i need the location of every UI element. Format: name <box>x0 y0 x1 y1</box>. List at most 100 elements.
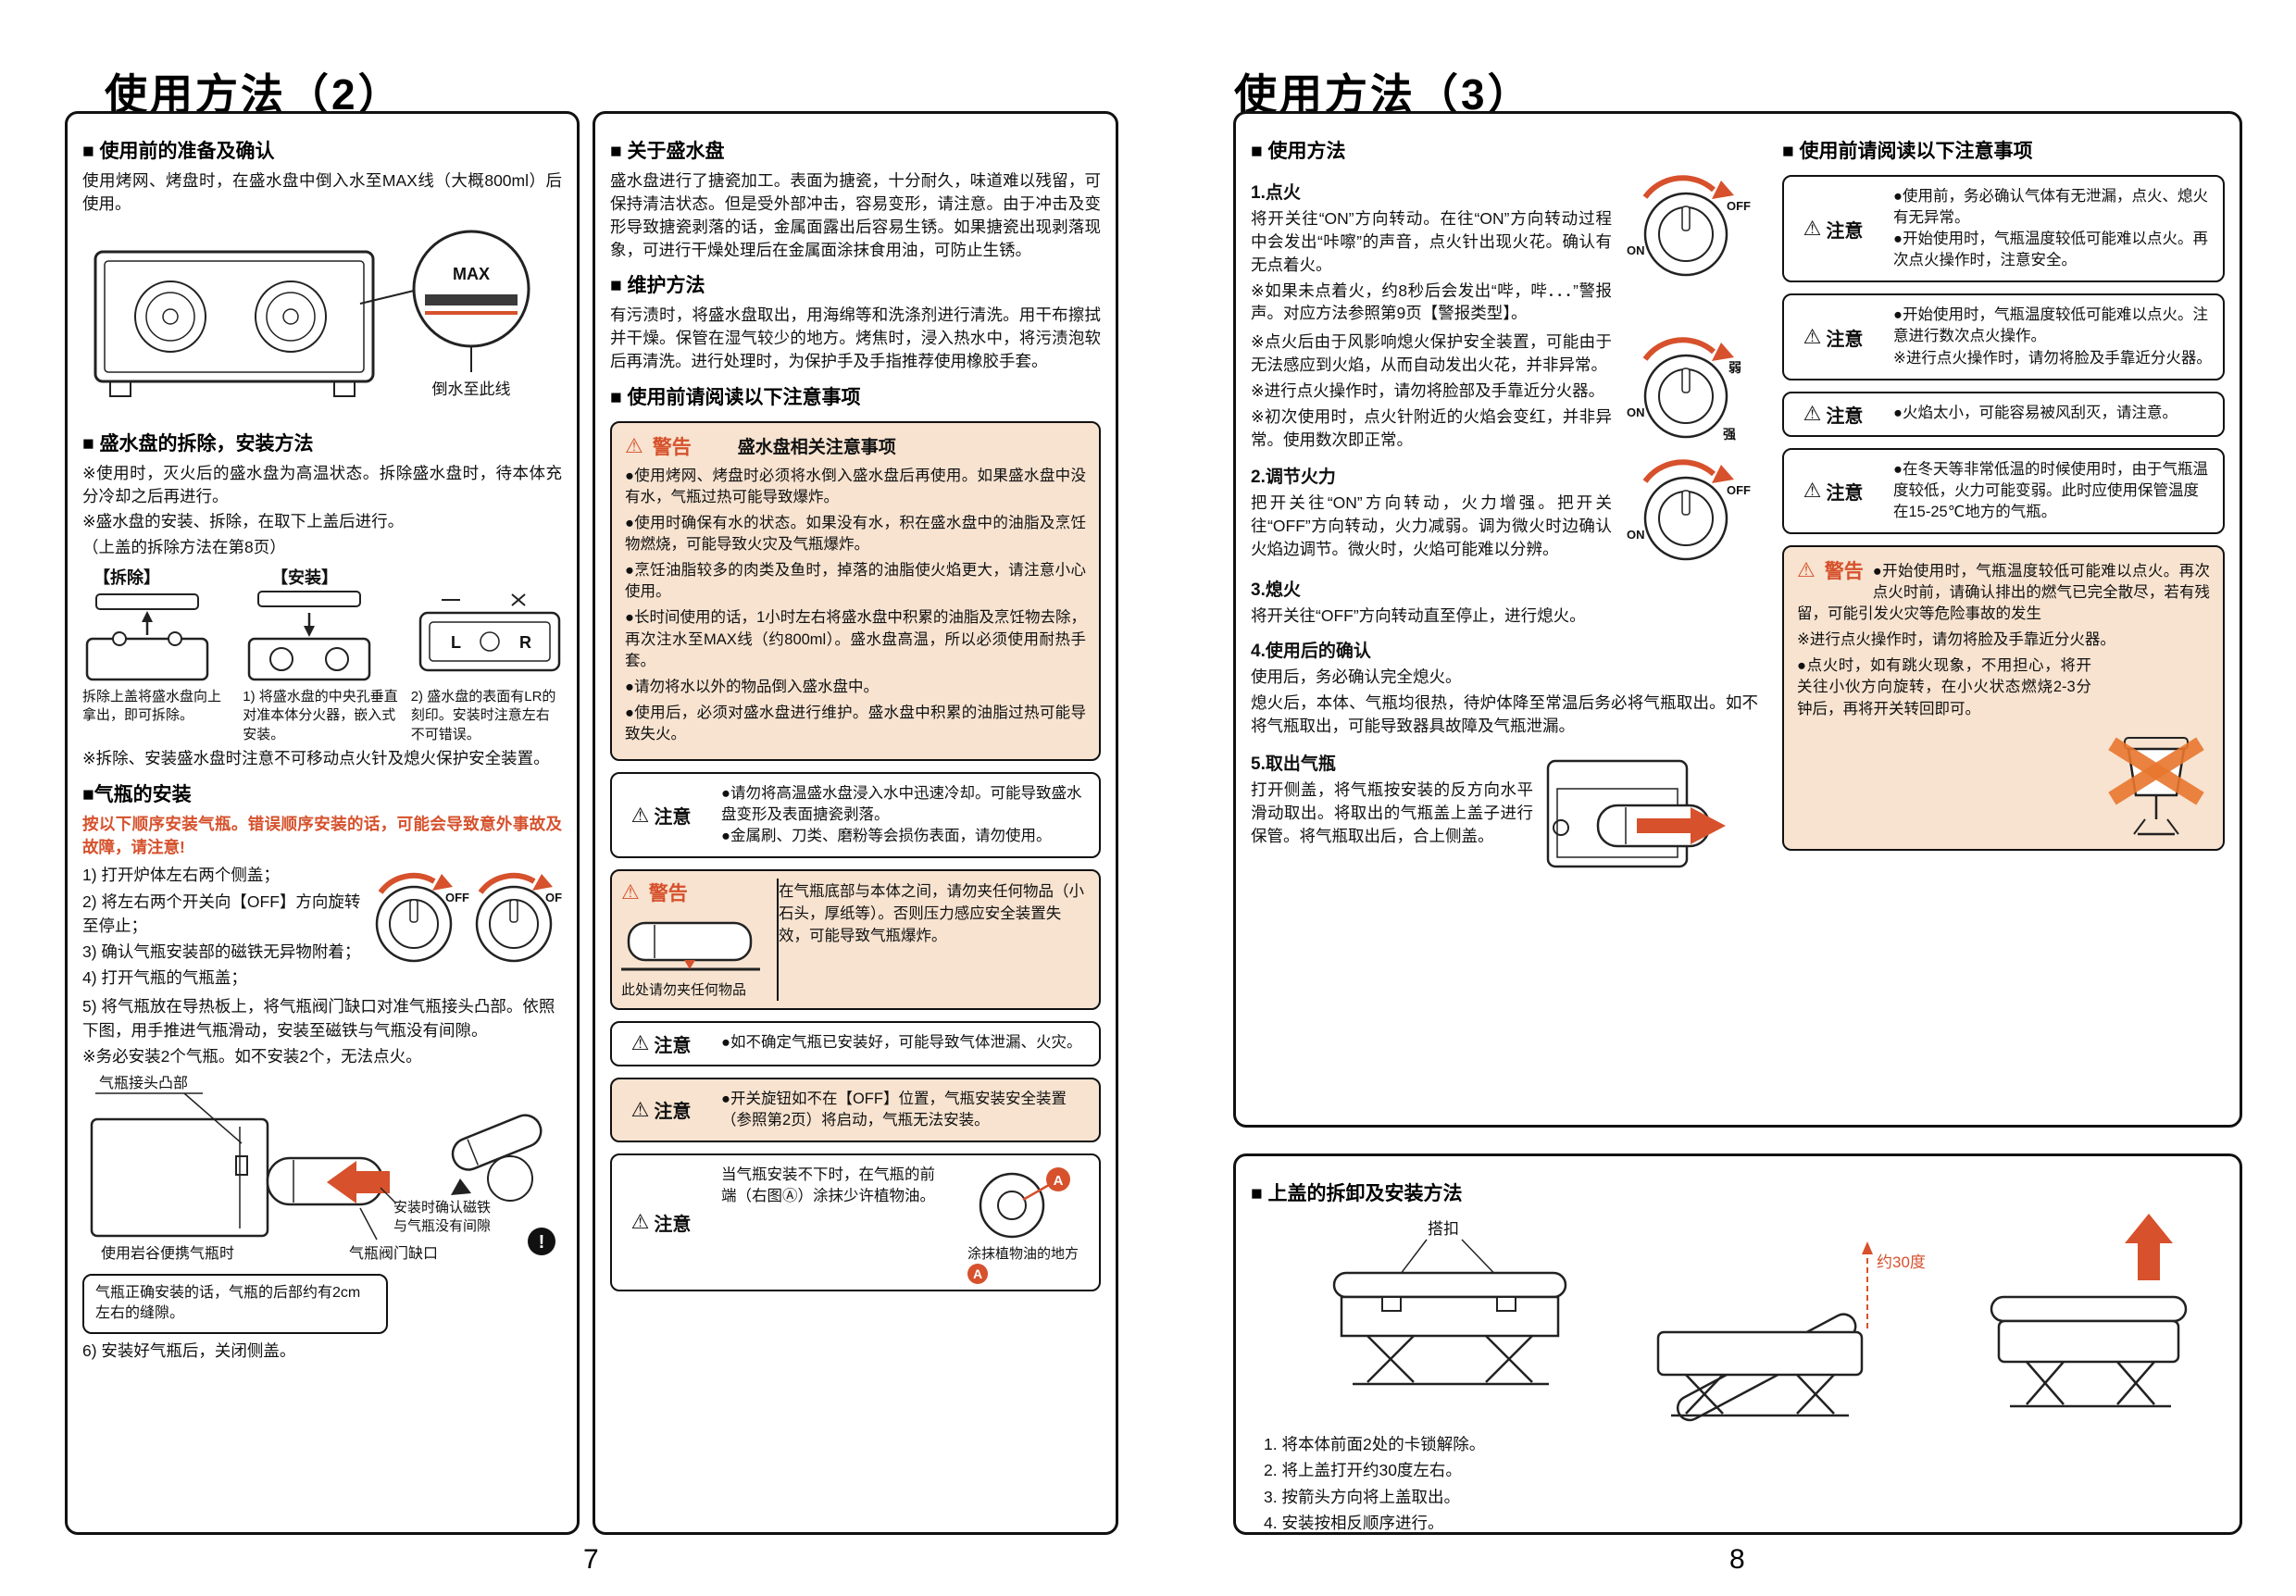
lid-lift-figure <box>1990 1214 2188 1408</box>
degree-label: 约30度 <box>1877 1253 1926 1271</box>
caution-triangle-icon: ⚠ <box>1803 217 1822 241</box>
maintenance-title: ■ 维护方法 <box>610 275 705 297</box>
cartridge-step-3: 3) 确认气瓶安装部的磁铁无异物附着； <box>82 942 361 962</box>
valve-notch-label: 气瓶阀门缺口 <box>349 1245 438 1262</box>
usage-title: ■ 使用方法 <box>1251 141 1346 162</box>
page8-warning-item-1: ●开始使用时，气瓶温度较低可能难以点火。再次点火时前，请确认排出的燃气已完全散尽… <box>1797 562 2210 623</box>
tray-warning-item: ●使用时确保有水的状态。如果没有水，积在盛水盘中的油脂及烹饪物燃烧，可能导致火灾… <box>625 515 1086 554</box>
warning-label: 警告 <box>648 883 688 905</box>
adjust-dial-diagram: OFF ON <box>1627 459 1751 561</box>
page8-caution-box-2: ⚠ 注意 ●开始使用时，气瓶温度较低可能难以点火。注意进行数次点火操作。 ※进行… <box>1782 293 2225 380</box>
dial-weak-label: 弱 <box>1728 360 1741 375</box>
lr-left-mark: L <box>451 633 461 652</box>
dial-strong-label: 强 <box>1723 427 1736 442</box>
cartridge-install-diagram: 气瓶接头凸部 气瓶阀门缺口 安装时确认磁铁 与气瓶没有间隙 <box>90 1075 555 1262</box>
tray-caption-1: 拆除上盖将盛水盘向上拿出，即可拆除。 <box>82 689 222 724</box>
about-tray-title: ■ 关于盛水盘 <box>610 141 725 162</box>
dial-off-label: OFF <box>1727 483 1751 497</box>
precautions-title: ■ 使用前请阅读以下注意事项 <box>610 386 861 408</box>
tray-warning-title: 盛水盘相关注意事项 <box>737 438 896 458</box>
tray-captions: 拆除上盖将盛水盘向上拿出，即可拆除。 1) 将盛水盘的中央孔垂直对准本体分火器，… <box>82 688 562 744</box>
cartridge-section-title: ■气瓶的安装 <box>82 783 192 805</box>
push-arrow-icon <box>327 1160 390 1203</box>
vegetable-oil-figure: A 涂抹植物油的地方 A <box>960 1155 1099 1290</box>
usage-column: ■ 使用方法 1.点火 将开关往“ON”方向转动。在往“ON”方向转动过程中会发… <box>1251 127 1758 879</box>
dial-on-label: ON <box>1627 243 1645 257</box>
after-use-title: 4.使用后的确认 <box>1251 642 1371 662</box>
right-dial: OFF <box>475 873 562 963</box>
page8-number: 8 <box>1729 1544 1745 1575</box>
prep-section-title: ■ 使用前的准备及确认 <box>82 141 275 162</box>
extinguish-title: 3.熄火 <box>1251 580 1301 601</box>
lid-section-title: ■ 上盖的拆卸及安装方法 <box>1251 1183 1463 1204</box>
caution-item: ●开始使用时，气瓶温度较低可能难以点火。再次点火操作时，注意安全。 <box>1893 231 2208 269</box>
caution-label: 注意 <box>1826 220 1864 242</box>
about-tray-body: 盛水盘进行了搪瓷加工。表面为搪瓷，十分耐久，味道难以残留，可保持清洁状态。但是受… <box>610 171 1101 259</box>
dial-off-label: OFF <box>545 891 562 904</box>
remove-label: 【拆除】 <box>94 568 160 588</box>
bottom-warning-left: ⚠ 警告 此处请勿夹任何物品 <box>621 879 779 1001</box>
remove-cartridge-diagram <box>1546 759 1726 868</box>
tray-note2b: （上盖的拆除方法在第8页） <box>82 538 286 557</box>
caution-label: 注意 <box>654 807 692 829</box>
tray-section-title: ■ 盛水盘的拆除，安装方法 <box>82 432 314 455</box>
page8-lid-panel: ■ 上盖的拆卸及安装方法 搭扣 <box>1233 1153 2242 1535</box>
install-check-caution-text: ●如不确定气瓶已安装好，可能导致气体泄漏、火灾。 <box>721 1033 1082 1051</box>
cartridge-step-1: 1) 打开炉体左右两个侧盖； <box>82 866 280 885</box>
magnifier-circle <box>412 230 530 348</box>
ignition-dial-diagram: OFF ON <box>1627 175 1751 277</box>
flame-level-dial-diagram: 弱 ON 强 <box>1627 337 1741 442</box>
cartridge-tip-diagram: A <box>979 1166 1070 1238</box>
tray-note2: ※盛水盘的安装、拆除，在取下上盖后进行。 <box>82 512 405 531</box>
dial-on-label: ON <box>1627 405 1645 419</box>
page8-caution-box-3: ⚠ 注意 ●火焰太小，可能容易被风刮灭，请注意。 <box>1782 391 2225 437</box>
extinguish-body: 将开关往“OFF”方向转动直至停止，进行熄火。 <box>1251 606 1586 626</box>
caution-triangle-icon: ⚠ <box>1803 479 1822 503</box>
page8-caution-box-4: ⚠ 注意 ●在冬天等非常低温的时候使用时，由于气瓶温度较低，火力可能变弱。此时应… <box>1782 447 2225 534</box>
tray-warning-item: ●使用后，必须对盛水盘进行维护。盛水盘中积累的油脂过热可能导致失火。 <box>625 704 1086 742</box>
page8-top-panel: ■ 使用方法 1.点火 将开关往“ON”方向转动。在往“ON”方向转动过程中会发… <box>1233 111 2242 1128</box>
hand-figure <box>487 1154 533 1202</box>
svg-text:!: ! <box>539 1232 545 1253</box>
tray-figure-labels: 【拆除】 【安装】 <box>82 565 562 589</box>
tray-note3: ※拆除、安装盛水盘时注意不可移动点火针及熄火保护安全装置。 <box>82 748 550 767</box>
lid-front-figure: 搭扣 <box>1332 1220 1567 1386</box>
tray-caption-2: 1) 将盛水盘的中央孔垂直对准本体分火器，嵌入式安装。 <box>243 689 398 742</box>
hand-cartridge-figure <box>451 1114 543 1171</box>
lid-step-4: 4. 安装按相反顺序进行。 <box>1264 1513 1444 1532</box>
tray-warning-item: ●请勿将水以外的物品倒入盛水盘中。 <box>625 678 879 695</box>
caution-label: 注意 <box>1826 405 1864 427</box>
pour-to-line-label: 倒水至此线 <box>432 380 511 398</box>
caution-triangle-icon: ⚠ <box>630 1210 650 1234</box>
vegetable-oil-caution-box: ⚠ 注意 当气瓶安装不下时，在气瓶的前端（右图Ⓐ）涂抹少许植物油。 A 涂抹植物… <box>610 1153 1101 1291</box>
caution-triangle-icon: ⚠ <box>630 803 650 827</box>
caution-item: ●在冬天等非常低温的时候使用时，由于气瓶温度较低，火力可能变弱。此时应使用保管温… <box>1893 460 2208 520</box>
ignition-note-2: ※点火后由于风影响熄火保护安全装置，可能由于无法感应到火焰，从而自动发出火花，并… <box>1251 332 1612 375</box>
warning-label: 警告 <box>1824 560 1864 582</box>
remove-cartridge-body: 打开侧盖，将气瓶按安装的反方向水平滑动取出。将取出的气瓶盖上盖子进行保管。将气瓶… <box>1251 779 1533 845</box>
tray-caption-3: 2) 盛水盘的表面有LR的刻印。安装时注意左右不可错误。 <box>410 689 556 742</box>
cooling-caution-box: ⚠ 注意 ●请勿将高温盛水盘浸入水中迅速冷却。可能导致盛水盘变形及表面搪瓷剥落。… <box>610 772 1101 859</box>
caution-label: 注意 <box>654 1035 692 1056</box>
tray-warning-item: ●长时间使用的话，1小时左右将盛水盘中积累的油脂及烹饪物去除，再次注水至MAX线… <box>625 609 1086 669</box>
vegetable-oil-caution-text: 当气瓶安装不下时，在气瓶的前端（右图Ⓐ）涂抹少许植物油。 <box>721 1166 935 1204</box>
cartridge-steps: 1) 打开炉体左右两个侧盖； 2) 将左右两个开关向【OFF】方向旋转至停止； … <box>82 861 366 991</box>
page8-warning-box: ⚠ 警告 ●开始使用时，气瓶温度较低可能难以点火。再次点火时前，请确认排出的燃气… <box>1782 544 2225 851</box>
install-check-caution-box: ⚠ 注意 ●如不确定气瓶已安装好，可能导致气体泄漏、火灾。 <box>610 1020 1101 1066</box>
caution-item: ※进行点火操作时，请勿将脸及手靠近分火器。 <box>1893 349 2212 367</box>
cartridge-warning-text: 按以下顺序安装气瓶。错误顺序安装的话，可能会导致意外事故及故障，请注意! <box>82 814 562 856</box>
caution-item: ●使用前，务必确认气体有无泄漏，点火、熄火有无异常。 <box>1893 188 2208 227</box>
adjust-flame-title: 2.调节火力 <box>1251 468 1336 488</box>
cross-out-icon <box>2108 737 2204 805</box>
gap-note-box: 气瓶正确安装的话，气瓶的后部约有2cm左右的缝隙。 <box>82 1273 388 1334</box>
caution-triangle-icon: ⚠ <box>1803 325 1822 349</box>
page8-warning-item-2: ※进行点火操作时，请勿将脸及手靠近分火器。 <box>1797 631 2115 649</box>
ignition-note-3: ※进行点火操作时，请勿将脸部及手靠近分火器。 <box>1251 380 1605 400</box>
caution-label: 注意 <box>1826 329 1864 350</box>
lift-arrow-icon <box>2125 1214 2173 1280</box>
page7-title: 使用方法（2） <box>105 70 404 118</box>
prep-body: 使用烤网、烤盘时，在盛水盘中倒入水至MAX线（大概800ml）后使用。 <box>82 171 562 213</box>
lid-step-1: 1. 将本体前面2处的卡锁解除。 <box>1264 1435 1486 1453</box>
install-label: 【安装】 <box>271 568 338 588</box>
